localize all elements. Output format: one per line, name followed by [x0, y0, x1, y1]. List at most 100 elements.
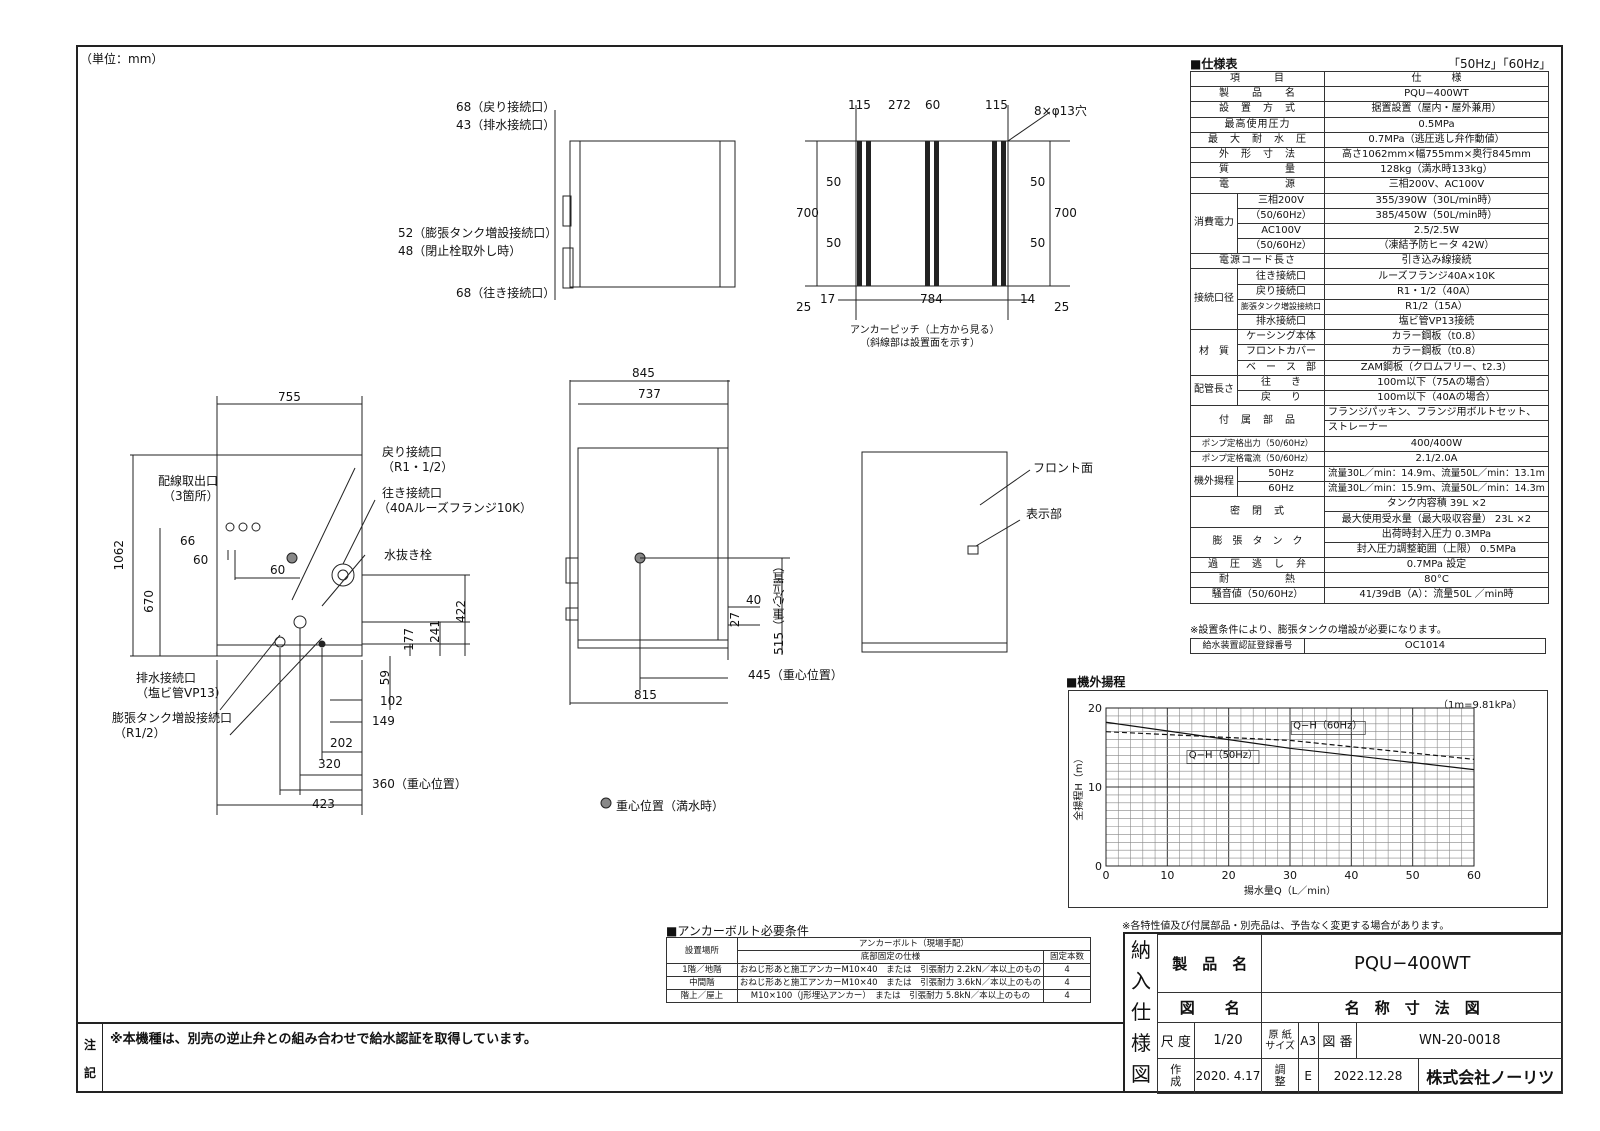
- drawing-frame: [76, 45, 1563, 1093]
- front-d60a: 60: [193, 553, 209, 567]
- x-tick-label: 50: [1406, 869, 1420, 882]
- anchor-cell: おねじ形あと施工アンカーM10×40 または 引張耐力 2.2kN／本以上のもの: [736, 963, 1045, 977]
- company-logo: 株式会社ノーリツ: [1417, 1058, 1564, 1094]
- head-row-label: 60Hz: [1237, 481, 1325, 498]
- noise-label: 騒音値（50/60Hz）: [1190, 587, 1325, 604]
- pipe-label: 配管長さ: [1190, 374, 1238, 407]
- mat-label: 材 質: [1190, 329, 1238, 376]
- side-d737: 737: [638, 387, 661, 401]
- side-char: 様: [1131, 1031, 1151, 1055]
- anchor-h-spec: 底部固定の仕様: [736, 950, 1045, 964]
- front-h320: 320: [318, 757, 341, 771]
- mat-row-value: ZAM鋼板（クロムフリー、t2.3）: [1324, 359, 1549, 376]
- side-char: 納: [1131, 938, 1151, 962]
- chart-note: ※各特性値及び付属部品・別売品は、予告なく変更する場合があります。: [1122, 921, 1450, 932]
- power-b-label-2: （50/60Hz）: [1237, 238, 1325, 255]
- power-a-value-1: 355/390W（30L/min時）: [1324, 192, 1549, 209]
- series-label: Q−H（50Hz）: [1189, 749, 1258, 761]
- acc-value-2: ストレーナー: [1324, 420, 1549, 437]
- cord-label: 電源コード長さ: [1190, 253, 1325, 270]
- acc-value-1: フランジパッキン、フランジ用ボルトセット、: [1324, 405, 1549, 422]
- reg-value: OC1014: [1303, 637, 1547, 655]
- pump-out-label: ポンプ定格出力（50/60Hz）: [1190, 435, 1325, 452]
- head-row-label: 50Hz: [1237, 465, 1325, 483]
- side-body: [577, 447, 729, 649]
- spec-label: 設 置 方 式: [1190, 101, 1325, 118]
- plan-bottom-14: 14: [1020, 292, 1036, 306]
- front-width: 755: [278, 390, 301, 404]
- front-h423: 423: [312, 797, 335, 811]
- spec-label: 最高使用圧力: [1190, 116, 1325, 133]
- spec-label: 最 大 耐 水 圧: [1190, 131, 1325, 148]
- spec-value: 高さ1062mm×幅755mm×奥行845mm: [1324, 146, 1549, 164]
- y-tick-label: 20: [1088, 702, 1102, 715]
- chart-unit-note: （1m=9.81kPa）: [1438, 700, 1523, 711]
- return-port-1: 戻り接続口: [382, 445, 443, 459]
- spec-freq: 「50Hz」「60Hz」: [1448, 57, 1552, 71]
- plot-frame: [1105, 707, 1475, 867]
- power-a-label-2: （50/60Hz）: [1237, 207, 1325, 224]
- front-h670: 670: [142, 590, 156, 613]
- spec-label: 電 源: [1190, 177, 1325, 194]
- plan-holes: 8×φ13穴: [1034, 104, 1087, 118]
- top-side-body: [569, 140, 736, 288]
- plan-dim-115a: 115: [848, 98, 871, 112]
- anchor-cell: M10×100（J形埋込アンカー） または 引張耐力 5.8kN／本以上のもの: [736, 989, 1045, 1003]
- conn-row-value: 塩ビ管VP13接続: [1324, 313, 1549, 331]
- mat-row-label: フロントカバー: [1237, 344, 1325, 361]
- drawing-name: 名 称 寸 法 図: [1261, 992, 1563, 1023]
- pump-cur-label: ポンプ定格電流（50/60Hz）: [1190, 450, 1325, 467]
- plan-body: [855, 140, 1009, 287]
- power-label: 消費電力: [1190, 192, 1238, 255]
- front-d66: 66: [180, 534, 196, 548]
- front-body: [216, 403, 363, 657]
- x-tick-label: 20: [1222, 869, 1236, 882]
- noise-value: 41/39dB（A）：流量50L ／min時: [1324, 587, 1549, 604]
- series-label-box: [1290, 721, 1366, 735]
- top-label-supply: 68（往き接続口）: [456, 286, 556, 300]
- side-d27: 27: [728, 612, 742, 628]
- anchor-table: 設置場所アンカーボルト（現場手配） 底部固定の仕様固定本数 1階／地階おねじ形あ…: [666, 937, 1092, 1003]
- head-row-value: 流量30L／min：15.9m、流量50L／min：14.3m: [1324, 481, 1549, 498]
- plan-bottom-784: 784: [920, 292, 943, 306]
- drawings-svg: [130, 105, 1070, 815]
- front-h360: 360（重心位置）: [372, 777, 467, 791]
- mat-row-label: ベ ー ス 部: [1237, 359, 1325, 376]
- power-b-label-1: AC100V: [1237, 222, 1325, 240]
- anchor-cell: 中間階: [666, 976, 738, 990]
- drain-port-2: （塩ビ管VP13）: [136, 686, 227, 700]
- drain-plug-label: 水抜き栓: [384, 548, 433, 562]
- front-h149: 149: [372, 714, 395, 728]
- conn-label: 接続口径: [1190, 268, 1238, 331]
- conn-row-label: 排水接続口: [1237, 313, 1325, 331]
- pipe-row-value: 100m以下（75Aの場合）: [1324, 374, 1549, 391]
- drawing-number: WN-20-0018: [1356, 1022, 1563, 1059]
- made-label: 作 成: [1157, 1058, 1195, 1094]
- power-b-value-1: 2.5/2.5W: [1324, 222, 1549, 240]
- display-label: 表示部: [1026, 507, 1063, 521]
- tank-port-2: （R1/2）: [114, 726, 166, 740]
- top-label-tank: 52（膨張タンク増設接続口）: [398, 226, 558, 240]
- anchor-h-bolt: アンカーボルト（現場手配）: [736, 937, 1092, 951]
- heat-value: 80°C: [1324, 572, 1549, 589]
- pipe-row-label: 往 き: [1237, 374, 1325, 391]
- anchor-cell: 1階／地階: [666, 963, 738, 977]
- pipe-row-value: 100m以下（40Aの場合）: [1324, 389, 1549, 407]
- tank-row: 最大使用受水量（最大吸収容量） 23L ×2: [1324, 511, 1549, 528]
- plan-right-50b: 50: [1030, 236, 1046, 250]
- conn-row-value: ルーズフランジ40A×10K: [1324, 268, 1549, 285]
- side-d815: 815: [634, 688, 657, 702]
- number-label: 図 番: [1317, 1022, 1358, 1059]
- notes-strip: [76, 1022, 1125, 1093]
- x-tick-label: 40: [1344, 869, 1358, 882]
- anchor-h-place: 設置場所: [666, 937, 738, 964]
- relief-value: 0.7MPa 設定: [1324, 556, 1549, 574]
- y-axis-label: 全揚程H（m）: [1072, 753, 1085, 820]
- anchor-cell: 4: [1043, 976, 1091, 990]
- tank-row: 封入圧力調整範囲（上限） 0.5MPa: [1324, 541, 1549, 559]
- supply-port-1: 往き接続口: [382, 486, 443, 500]
